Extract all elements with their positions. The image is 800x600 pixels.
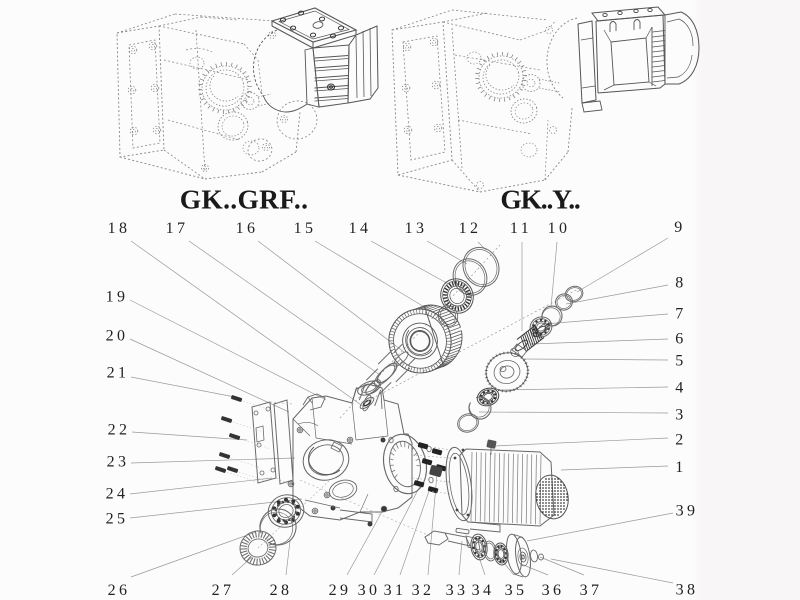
- svg-text:30: 30: [358, 582, 381, 599]
- svg-text:27: 27: [212, 582, 235, 599]
- svg-text:28: 28: [270, 582, 293, 599]
- svg-text:29: 29: [329, 582, 352, 599]
- svg-text:16: 16: [236, 220, 259, 237]
- svg-text:39: 39: [676, 503, 699, 520]
- svg-text:13: 13: [405, 220, 428, 237]
- svg-text:5: 5: [675, 353, 686, 370]
- svg-text:7: 7: [675, 306, 686, 323]
- svg-text:GK..Y..: GK..Y..: [500, 184, 580, 215]
- svg-text:18: 18: [108, 220, 131, 237]
- svg-text:33: 33: [446, 582, 469, 599]
- svg-text:36: 36: [542, 582, 565, 599]
- svg-text:6: 6: [675, 331, 686, 348]
- svg-text:1: 1: [675, 459, 686, 476]
- svg-text:12: 12: [459, 220, 482, 237]
- svg-text:26: 26: [108, 582, 131, 599]
- svg-text:19: 19: [106, 289, 129, 306]
- svg-text:11: 11: [510, 220, 532, 237]
- svg-text:35: 35: [505, 582, 528, 599]
- svg-text:31: 31: [384, 582, 407, 599]
- svg-text:25: 25: [106, 511, 129, 528]
- svg-text:21: 21: [107, 365, 130, 382]
- svg-text:32: 32: [412, 582, 435, 599]
- svg-text:38: 38: [676, 582, 699, 599]
- svg-text:15: 15: [294, 220, 317, 237]
- svg-text:24: 24: [106, 486, 129, 503]
- svg-text:4: 4: [675, 380, 686, 397]
- svg-text:2: 2: [675, 432, 686, 449]
- svg-text:8: 8: [675, 275, 686, 292]
- svg-text:3: 3: [675, 407, 686, 424]
- svg-text:34: 34: [472, 582, 495, 599]
- svg-text:GK..GRF..: GK..GRF..: [180, 184, 309, 215]
- svg-text:9: 9: [674, 219, 685, 236]
- svg-text:14: 14: [349, 220, 372, 237]
- svg-text:22: 22: [108, 422, 131, 439]
- svg-text:37: 37: [580, 582, 603, 599]
- svg-text:10: 10: [548, 220, 571, 237]
- svg-text:20: 20: [106, 328, 129, 345]
- svg-text:23: 23: [107, 454, 130, 471]
- svg-text:17: 17: [166, 220, 189, 237]
